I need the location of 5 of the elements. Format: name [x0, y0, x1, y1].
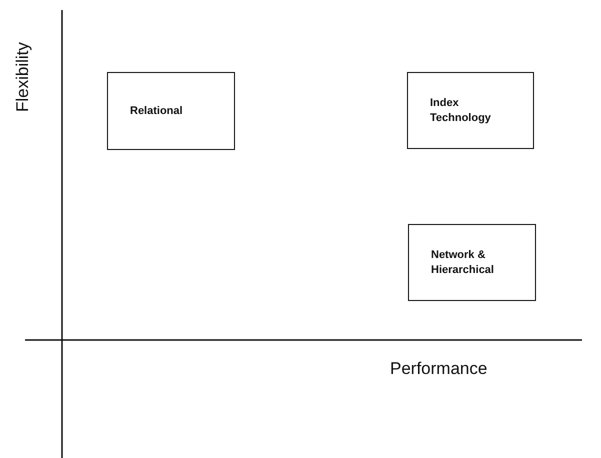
- category-box: Index Technology: [407, 72, 534, 149]
- category-box: Relational: [107, 72, 235, 150]
- category-box: Network & Hierarchical: [408, 224, 536, 301]
- axis-label: Performance: [390, 359, 488, 379]
- axis-label: Flexibility: [13, 42, 33, 112]
